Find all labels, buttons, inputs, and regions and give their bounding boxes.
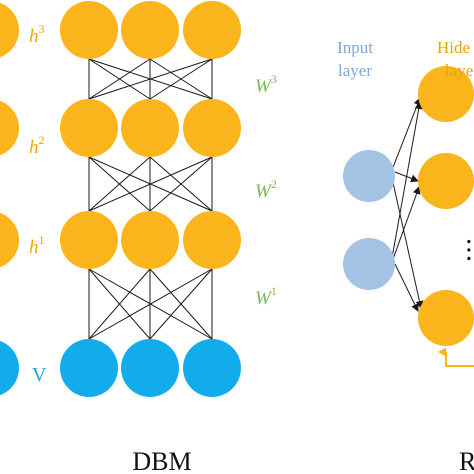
dbm-edge — [88, 268, 151, 340]
rnn-input-node — [343, 238, 395, 290]
dbm-hidden-node — [183, 1, 241, 59]
rnn-ellipsis: • • • — [460, 239, 474, 261]
layer-label-h1: h1 — [29, 233, 45, 258]
dbm-connections — [88, 58, 213, 340]
dbm-visible-node — [60, 339, 118, 397]
dbm-edge — [88, 58, 213, 100]
dbm-edge — [149, 268, 213, 340]
weight-label-w3: W3 — [255, 72, 277, 97]
rnn-edge — [391, 177, 424, 309]
dbm-node-partial — [0, 212, 19, 268]
dbm-visible-node — [183, 339, 241, 397]
rnn-title: R — [459, 447, 474, 474]
dbm-nodes — [0, 1, 241, 397]
dbm-edge — [88, 156, 213, 212]
rnn-edge — [391, 186, 421, 263]
dbm-node-partial — [0, 100, 19, 156]
dbm-hidden-node — [183, 99, 241, 157]
dbm-edge — [149, 58, 213, 100]
dbm-title: DBM — [132, 447, 191, 474]
rnn-edge — [391, 97, 422, 171]
layer-label-h3: h3 — [29, 22, 45, 47]
dbm-edge — [149, 156, 213, 212]
rnn-input-label-line1: Input — [337, 38, 373, 57]
rnn-recurrent-loop — [438, 347, 474, 367]
dbm-node-partial — [0, 340, 19, 396]
dbm-hidden-node — [60, 1, 118, 59]
rnn-connections — [391, 97, 424, 312]
dbm-hidden-node — [183, 211, 241, 269]
rnn-hidden-node — [418, 290, 474, 346]
dbm-node-partial — [0, 2, 19, 58]
rnn-hidden-label-line1: Hide — [437, 38, 470, 57]
rnn-edge — [394, 263, 419, 312]
weight-label-w1: W1 — [255, 284, 277, 309]
dbm-edge — [88, 156, 151, 212]
dbm-edge — [88, 58, 151, 100]
dbm-hidden-node — [60, 99, 118, 157]
rnn-hidden-node — [418, 153, 474, 209]
dbm-hidden-node — [121, 1, 179, 59]
dbm-hidden-node — [60, 211, 118, 269]
layer-label-h2: h2 — [29, 133, 45, 158]
dbm-edge — [88, 268, 213, 340]
dbm-hidden-node — [121, 99, 179, 157]
weight-label-w2: W2 — [255, 177, 277, 202]
rnn-input-node — [343, 150, 395, 202]
layer-label-v: V — [32, 364, 47, 386]
rnn-hidden-node — [418, 66, 474, 122]
rnn-edge — [391, 101, 423, 259]
dbm-hidden-node — [121, 211, 179, 269]
rnn-hidden-label-line2: laye — [445, 61, 473, 80]
rnn-input-label-line2: layer — [338, 61, 372, 80]
dbm-visible-node — [121, 339, 179, 397]
